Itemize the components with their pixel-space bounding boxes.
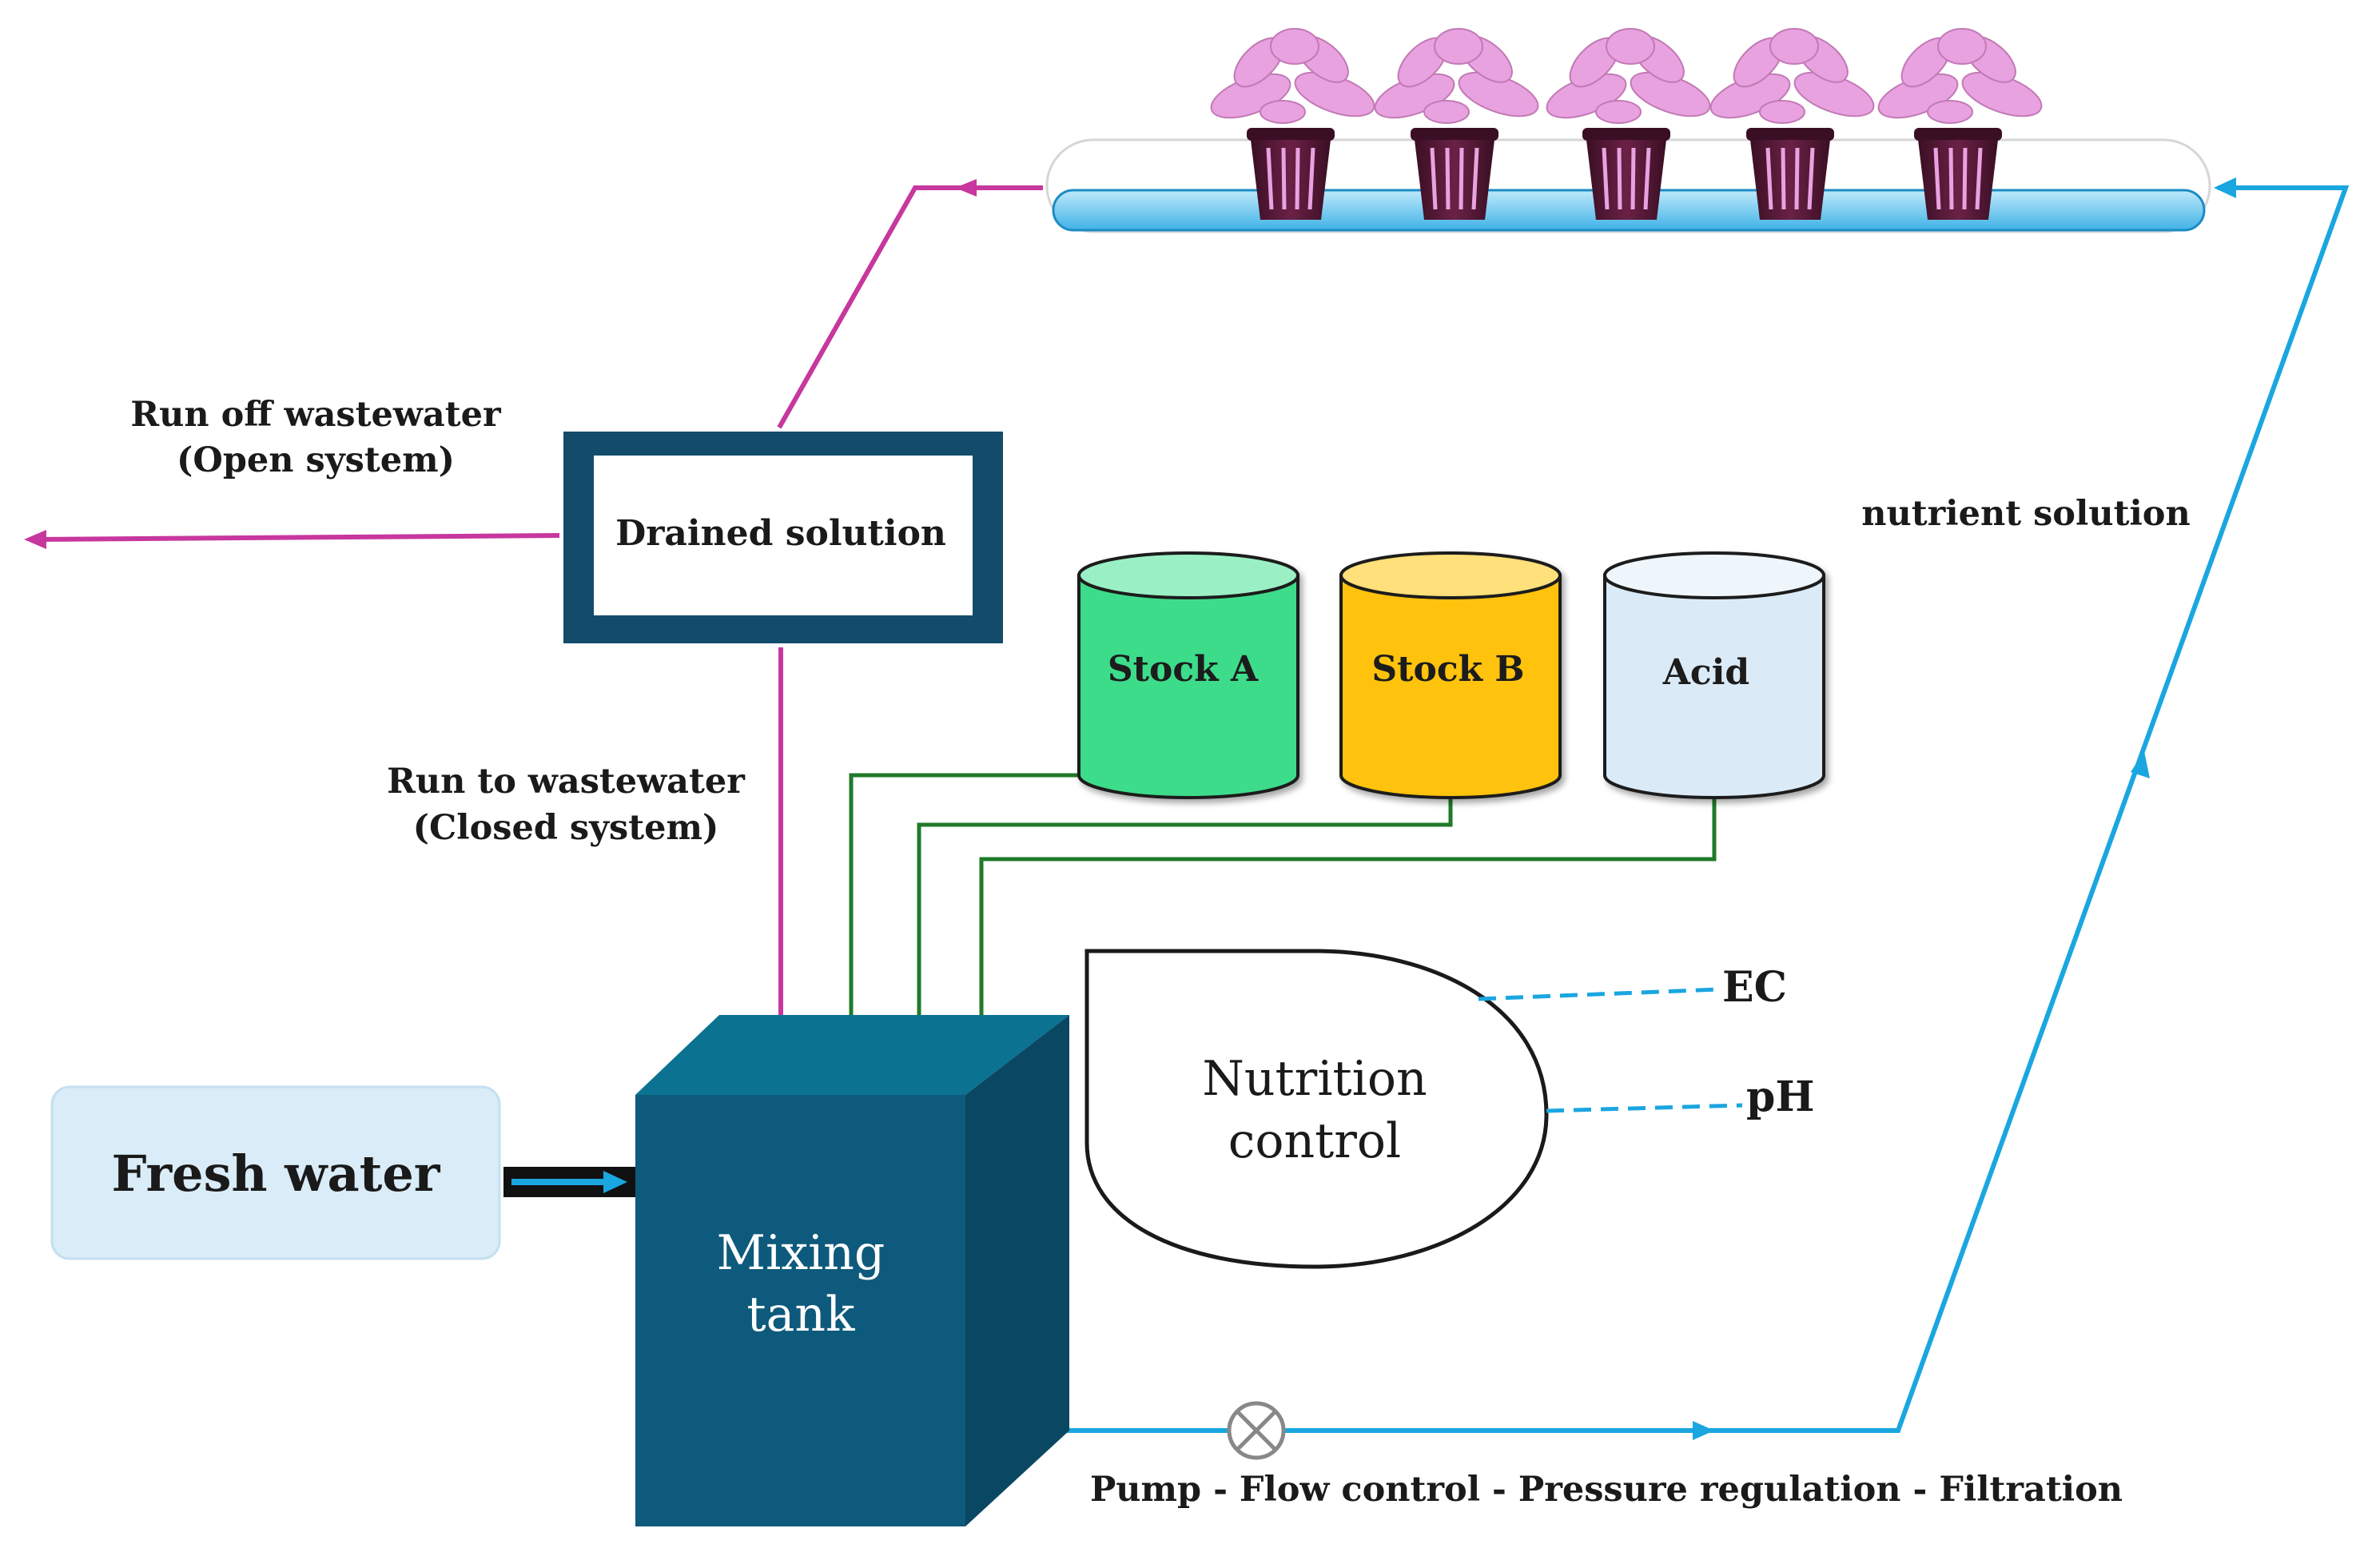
drain-lines [35, 185, 1043, 1031]
plant-1 [1210, 28, 1375, 220]
run-to-label-line1: Run to wastewater [387, 762, 746, 802]
fresh-water-label: Fresh water [112, 1144, 441, 1203]
acid-tank: Acid [1603, 551, 1825, 799]
seedling-icon [1546, 28, 1711, 124]
acid-line [979, 795, 1717, 1031]
stock-a-line [849, 773, 1079, 1031]
run-to-label-line2: (Closed system) [413, 808, 719, 848]
runoff-label-line1: Run off wastewater [130, 395, 502, 435]
ph-label: pH [1746, 1073, 1815, 1121]
mixing-tank: Mixing tank [635, 1015, 1069, 1526]
tank-front [635, 1095, 965, 1526]
stock-b-tank: Stock B [1339, 551, 1562, 799]
nutrient-arrow-top [2214, 177, 2236, 198]
mixing-tank-line2: tank [747, 1287, 856, 1343]
pump-caption: Pump - Flow control - Pressure regulatio… [1090, 1470, 2123, 1510]
tank-top [635, 1015, 1069, 1095]
nutrient-arrow-bottom [1693, 1421, 1714, 1440]
tank-side [965, 1015, 1069, 1526]
acid-label: Acid [1662, 652, 1749, 693]
stock-a-tank: Stock A [1077, 551, 1299, 799]
nutrient-lines [1067, 185, 2350, 1433]
mixing-tank-line1: Mixing [717, 1225, 885, 1281]
nutrient-solution-label: nutrient solution [1861, 494, 2190, 534]
drain-return-line [777, 185, 1043, 429]
valve-x-icon [1227, 1401, 1286, 1460]
ph-sensor-line [1546, 1103, 1743, 1113]
net-pot-icon [1914, 128, 2002, 220]
net-pot-icon [1411, 128, 1498, 220]
runoff-arrowhead [24, 530, 46, 549]
inlet-arrowhead [603, 1171, 627, 1193]
nutrition-control-line1: Nutrition [1202, 1051, 1427, 1107]
seedling-icon [1709, 28, 1875, 124]
runoff-line [35, 533, 560, 542]
nutrient-arrow-diagonal [2131, 751, 2150, 778]
nutrient-supply-line [1067, 185, 2350, 1433]
fresh-water-box: Fresh water [50, 1085, 501, 1260]
ec-label: EC [1722, 963, 1787, 1012]
sensor-lines [1478, 987, 1743, 1113]
plant-4 [1709, 28, 1875, 220]
nutrition-control-shape: Nutrition control [1084, 949, 1549, 1269]
plant-row [1210, 28, 2043, 220]
net-pot-icon [1746, 128, 1834, 220]
seedling-icon [1877, 28, 2043, 124]
seedling-icon [1374, 28, 1539, 124]
net-pot-icon [1247, 128, 1335, 220]
plant-3 [1546, 28, 1711, 220]
stock-a-label: Stock A [1108, 649, 1259, 690]
stock-b-label: Stock B [1371, 649, 1524, 690]
fresh-water-inlet [503, 1167, 639, 1197]
stock-b-line [917, 795, 1453, 1031]
nutrition-control-line2: control [1228, 1113, 1401, 1169]
plant-5 [1877, 28, 2043, 220]
drained-solution-box: Drained solution [563, 432, 1003, 643]
ec-sensor-line [1478, 987, 1719, 1001]
seedling-icon [1210, 28, 1375, 124]
drained-solution-label: Drained solution [615, 513, 946, 554]
drain-arrow-left-top [955, 179, 977, 197]
stock-lines [849, 773, 1717, 1031]
net-pot-icon [1582, 128, 1670, 220]
plant-2 [1374, 28, 1539, 220]
runoff-label-line2: (Open system) [177, 440, 455, 480]
